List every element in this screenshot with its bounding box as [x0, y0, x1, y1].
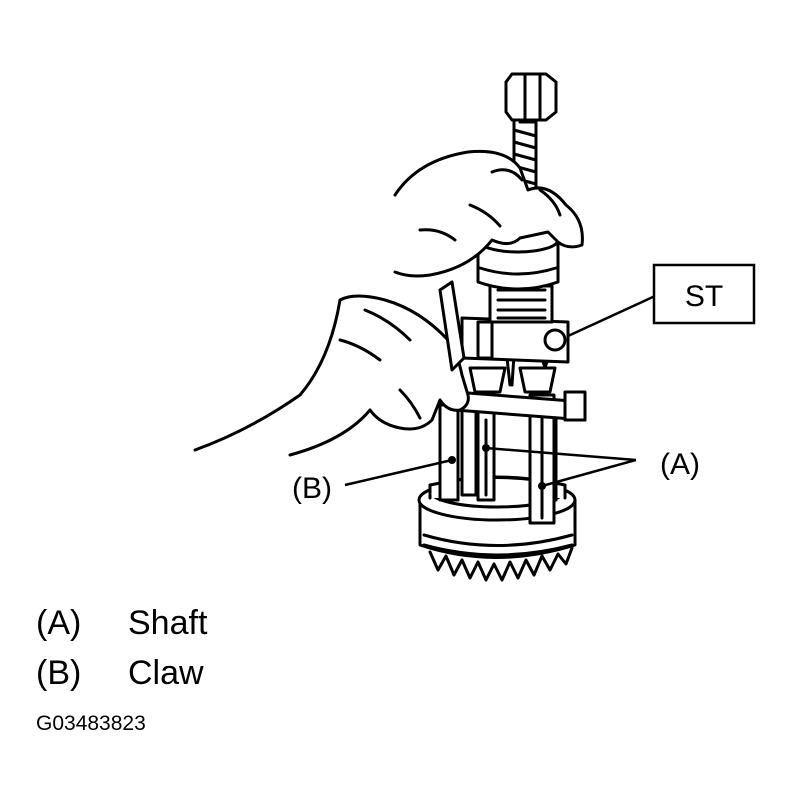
leader-a-2: [541, 458, 637, 488]
figure-id: G03483823: [36, 712, 146, 735]
hex-nut: [504, 72, 558, 122]
callout-a: (A): [660, 448, 700, 481]
leader-dots: [448, 444, 546, 490]
callout-st: ST: [685, 280, 723, 313]
upper-hand: [393, 149, 584, 278]
leader-lines: [344, 294, 656, 488]
callout-b: (B): [292, 472, 332, 505]
special-tool-st: [460, 284, 570, 364]
lower-hand: [193, 280, 470, 457]
leader-st: [567, 294, 656, 338]
leader-b: [344, 458, 453, 487]
legend-label-b: Claw: [128, 654, 204, 692]
st-label-box: [652, 263, 756, 325]
legend-key-a: (A): [36, 604, 82, 642]
legend-label-a: Shaft: [128, 604, 208, 642]
legend-key-b: (B): [36, 654, 82, 692]
leader-a-1: [485, 446, 637, 462]
puller-illustration: ST (A) (B): [193, 72, 756, 582]
